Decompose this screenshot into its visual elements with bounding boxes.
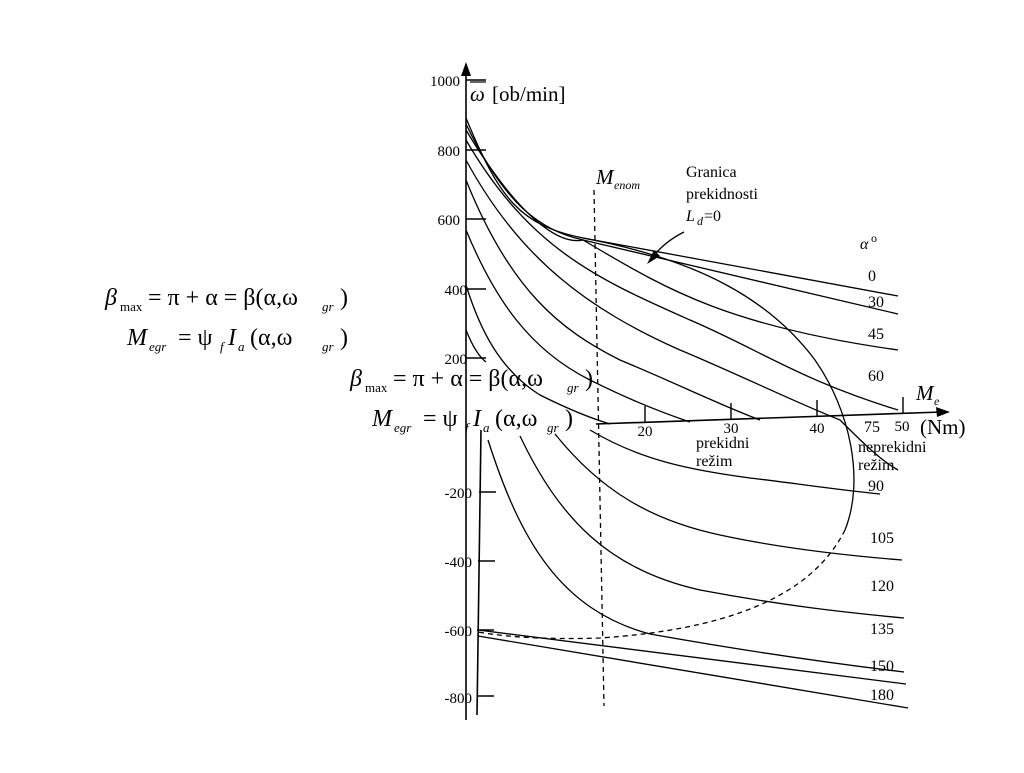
eq-left-i: I — [227, 325, 237, 351]
alpha-label-60: 60 — [868, 368, 884, 385]
menom-label-sub: enom — [614, 178, 640, 192]
eq-left-i-sub: a — [238, 339, 245, 354]
curve-alpha-150-lower — [477, 629, 907, 685]
eq-right-i-sub: a — [483, 420, 490, 435]
x-tick-label-30: 30 — [724, 421, 739, 437]
curve-alpha-135-upper — [465, 329, 487, 363]
eq-right-m-sub: egr — [394, 420, 412, 435]
region-prekidni-line2: režim — [696, 453, 733, 470]
eq-right-m: M — [371, 406, 394, 432]
curve-alpha-180-lower — [477, 635, 909, 709]
region-neprekidni-line1: neprekidni — [858, 439, 927, 456]
curve-alpha-0-upper — [465, 117, 899, 297]
curve-alpha-105-lower — [554, 433, 903, 561]
x-tick-label-40: 40 — [810, 421, 825, 437]
eq-right-line2-rest: (α,ω — [495, 406, 537, 432]
eq-right-beta: β — [349, 366, 362, 392]
alpha-label-135: 135 — [870, 621, 894, 638]
y-tick-label-200: 200 — [445, 352, 468, 368]
y-axis-arrowhead — [461, 62, 471, 76]
y-axis-omega: ω — [470, 82, 485, 106]
eq-left-gr2: gr — [322, 339, 335, 354]
eq-right-beta-sub: max — [365, 380, 388, 395]
granica-label-line2: prekidnosti — [686, 186, 759, 203]
y-tick-label-neg200: -200 — [445, 486, 473, 502]
curve-alpha-90-upper — [465, 179, 761, 421]
y-axis-label: ω [ob/min] — [470, 81, 566, 106]
menom-label-m: M — [595, 165, 615, 189]
alpha-label-0: 0 — [868, 268, 876, 285]
alpha-header-degree: o — [871, 231, 877, 245]
alpha-label-30: 30 — [868, 294, 884, 311]
x-ticks — [644, 397, 904, 422]
eq-left-close1: ) — [340, 285, 348, 311]
curve-alpha-60-upper — [465, 139, 899, 411]
eq-right-line1: = π + α = β(α,ω — [393, 366, 543, 392]
alpha-label-75: 75 — [864, 419, 880, 436]
y-tick-label-neg400: -400 — [445, 555, 473, 571]
x-axis-unit: (Nm) — [920, 415, 966, 439]
granica-label-l: L — [685, 208, 695, 225]
upper-curves — [465, 117, 899, 425]
alpha-label-90: 90 — [868, 478, 884, 495]
alpha-label-105: 105 — [870, 530, 894, 547]
eq-left-close2: ) — [340, 325, 348, 351]
y-tick-label-1000: 1000 — [430, 74, 460, 90]
equation-block-left: β max = π + α = β(α,ω gr ) M egr = ψ f I… — [104, 285, 348, 354]
discontinuity-boundary-dashed — [477, 529, 846, 640]
region-prekidni-line1: prekidni — [696, 435, 750, 452]
eq-right-gr2: gr — [547, 420, 560, 435]
x-axis-arrowhead — [936, 407, 950, 417]
eq-left-m: M — [126, 325, 149, 351]
x-tick-label-50: 50 — [895, 419, 910, 435]
eq-right-gr1: gr — [567, 380, 580, 395]
alpha-header-symbol: α — [860, 236, 869, 253]
y-tick-label-neg800: -800 — [445, 691, 473, 707]
menom-line — [593, 189, 605, 707]
eq-left-gr1: gr — [322, 299, 335, 314]
y-tick-label-neg600: -600 — [445, 624, 473, 640]
x-axis-line — [595, 411, 943, 425]
x-tick-label-20: 20 — [638, 424, 653, 440]
curve-alpha-135-lower — [487, 439, 905, 673]
curve-alpha-75-upper — [465, 159, 841, 421]
region-neprekidni-line2: režim — [858, 457, 895, 474]
curve-alpha-105-upper — [465, 229, 691, 423]
eq-left-line1: = π + α = β(α,ω — [148, 285, 298, 311]
lower-curves — [477, 419, 909, 709]
eq-left-psi-sub: f — [220, 339, 226, 354]
x-axis-label-sub: e — [934, 394, 940, 408]
curve-alpha-120-upper — [465, 284, 611, 425]
alpha-label-180: 180 — [870, 687, 894, 704]
curve-alpha-45-upper — [465, 129, 899, 351]
eq-left-beta: β — [104, 285, 117, 311]
x-axis-label-m: M — [915, 381, 935, 405]
eq-right-line2: = ψ — [423, 406, 458, 432]
y-tick-label-600: 600 — [438, 213, 461, 229]
eq-right-psi-sub: f — [465, 420, 471, 435]
curve-alpha-90-lower — [589, 429, 881, 495]
y-tick-label-400: 400 — [445, 283, 468, 299]
eq-left-beta-sub: max — [120, 299, 143, 314]
eq-right-close2: ) — [565, 406, 573, 432]
granica-label-eq: =0 — [704, 208, 721, 225]
y-axis-unit: [ob/min] — [492, 82, 566, 106]
alpha-label-120: 120 — [870, 578, 894, 595]
alpha-label-150: 150 — [870, 658, 894, 675]
eq-left-m-sub: egr — [149, 339, 167, 354]
eq-left-line2: = ψ — [178, 325, 213, 351]
curve-alpha-120-lower — [519, 435, 905, 619]
eq-right-i: I — [472, 406, 482, 432]
granica-label-line1: Granica — [686, 164, 737, 181]
y-axis-lower-line — [476, 429, 482, 716]
eq-right-close1: ) — [585, 366, 593, 392]
y-tick-label-800: 800 — [438, 144, 461, 160]
eq-left-line2-rest: (α,ω — [250, 325, 292, 351]
alpha-label-45: 45 — [868, 326, 884, 343]
discontinuity-boundary-solid — [582, 237, 855, 531]
granica-label-d: d — [697, 214, 704, 228]
equation-block-right: β max = π + α = β(α,ω gr ) M egr = ψ f I… — [349, 366, 593, 435]
